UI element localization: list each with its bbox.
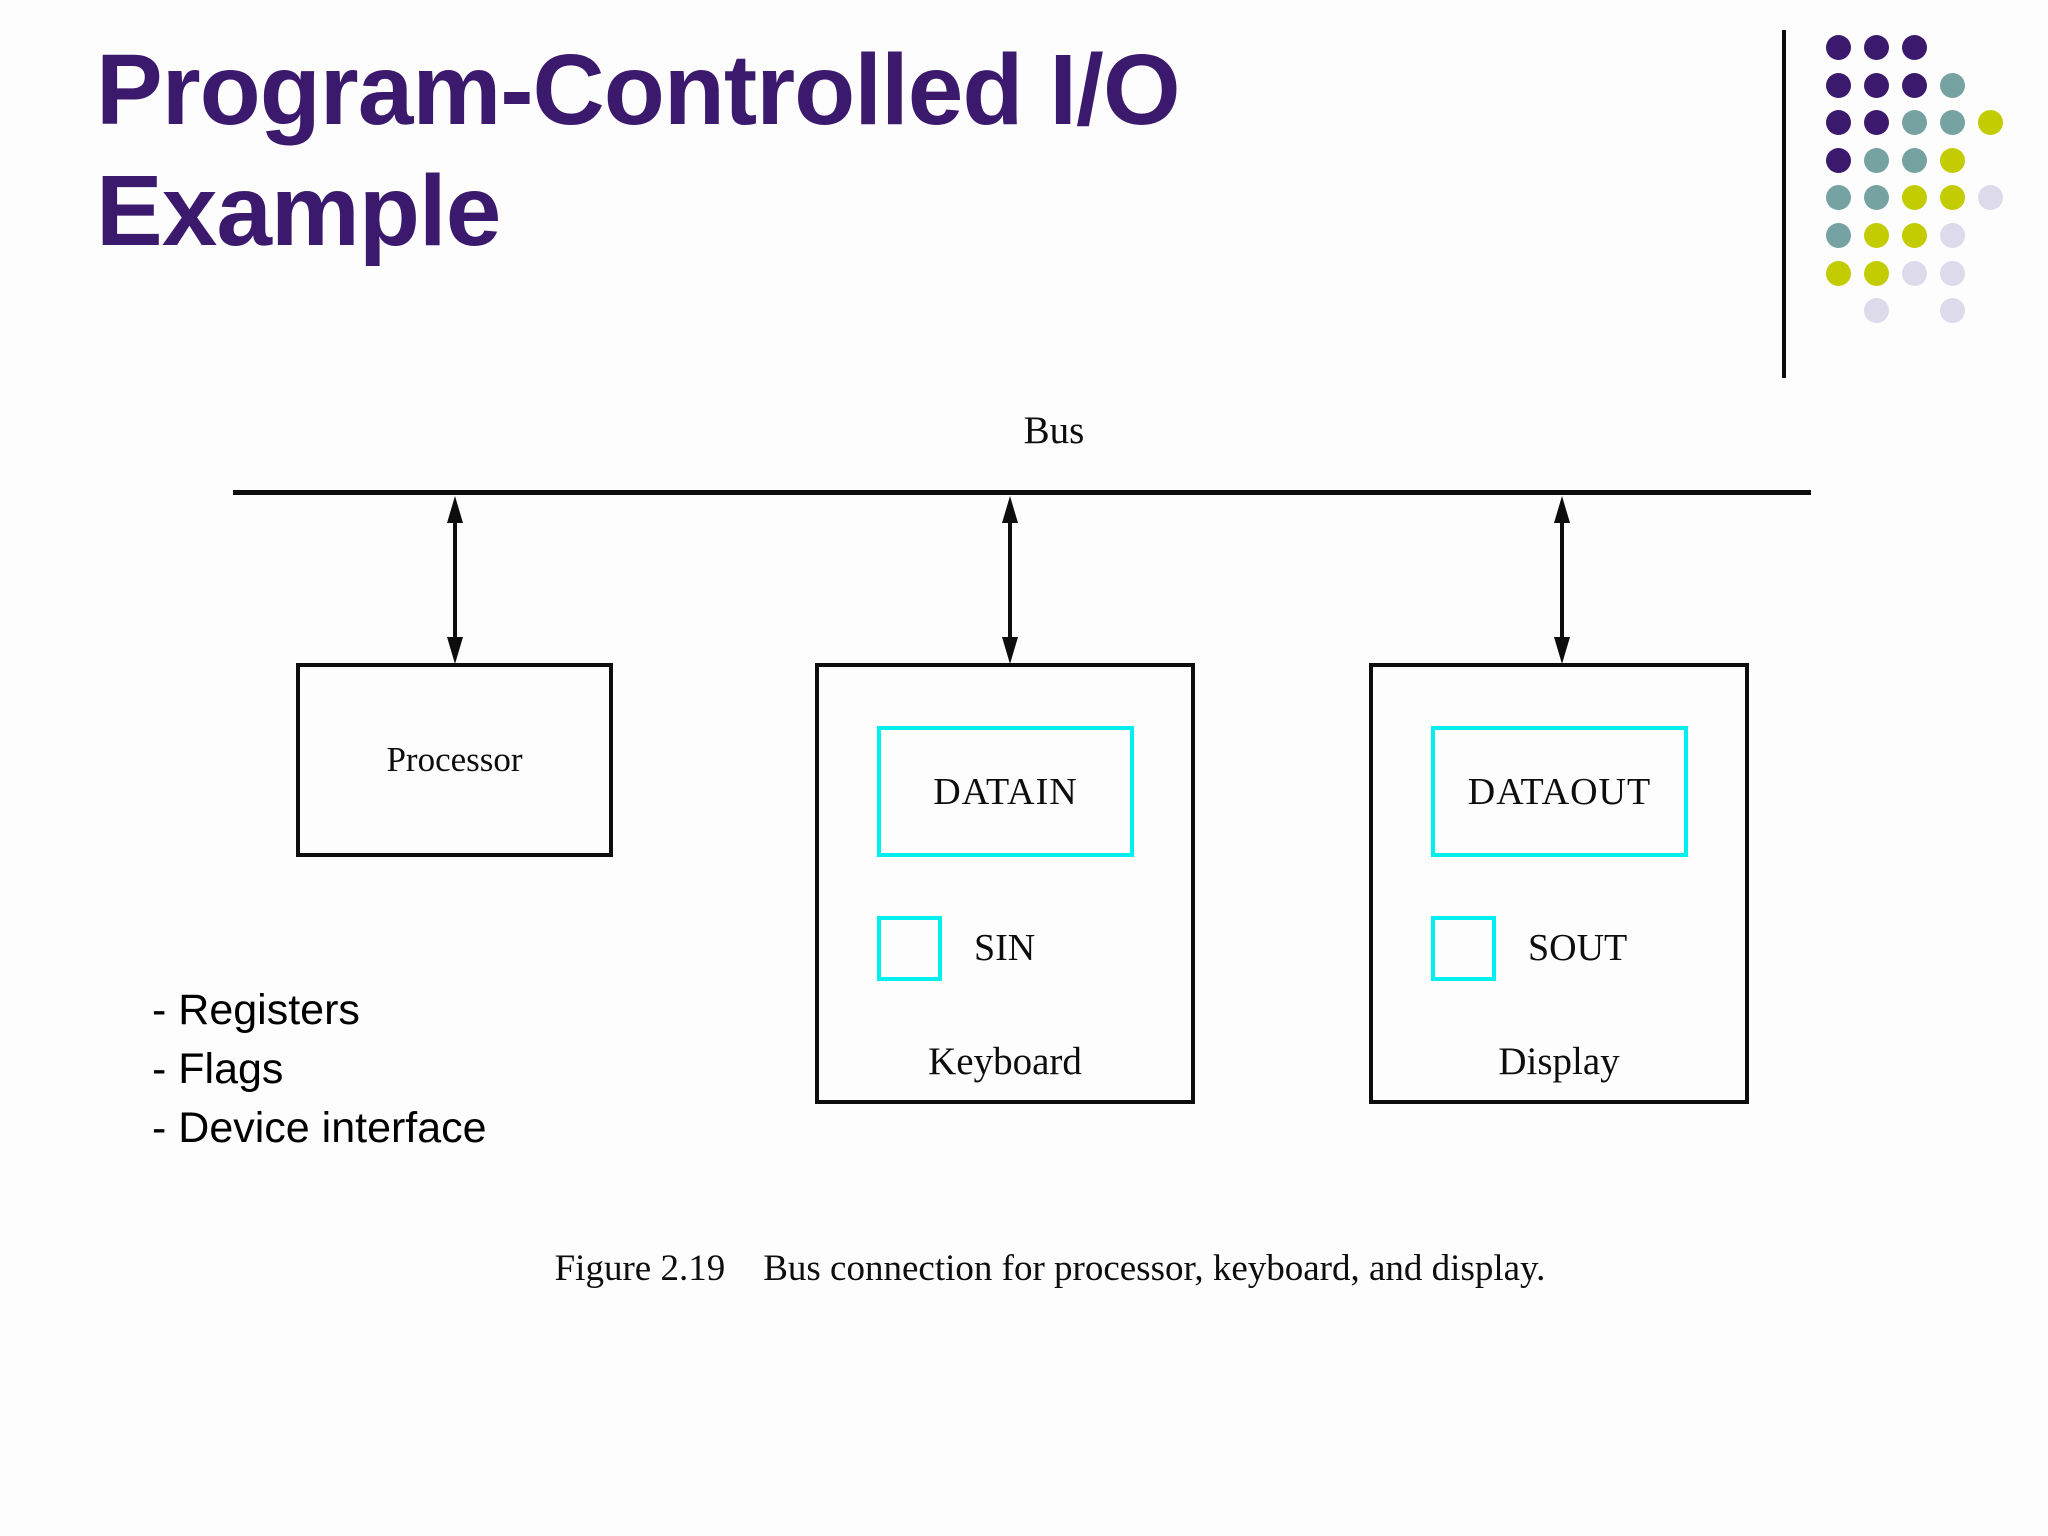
arrow-shaft <box>1008 523 1012 637</box>
decoration-dot <box>1864 185 1889 210</box>
decoration-dot <box>1940 261 1965 286</box>
note-device-interface: - Device interface <box>152 1104 487 1152</box>
decoration-dot <box>1940 73 1965 98</box>
decoration-dot <box>1826 148 1851 173</box>
page-title-line1: Program-Controlled I/O <box>96 34 1181 146</box>
dataout-register-box: DATAOUT <box>1431 726 1688 857</box>
display-label: Display <box>1498 1040 1620 1083</box>
decoration-dot <box>1902 185 1927 210</box>
decoration-dot <box>1826 35 1851 60</box>
decoration-dot <box>1902 148 1927 173</box>
decoration-dot <box>1864 35 1889 60</box>
sout-flag-box <box>1431 916 1496 981</box>
decoration-dot <box>1864 73 1889 98</box>
datain-register-box: DATAIN <box>877 726 1134 857</box>
note-registers: - Registers <box>152 986 360 1034</box>
keyboard-label: Keyboard <box>928 1040 1082 1083</box>
decoration-dot <box>1864 223 1889 248</box>
bus-line <box>233 490 1811 495</box>
decoration-dot <box>1826 185 1851 210</box>
decoration-dot <box>1940 148 1965 173</box>
decoration-dot <box>1826 110 1851 135</box>
bus-label: Bus <box>1023 409 1085 452</box>
sout-label: SOUT <box>1528 927 1628 969</box>
arrow-down-icon <box>447 637 463 664</box>
note-flags: - Flags <box>152 1045 284 1093</box>
arrow-up-icon <box>447 496 463 523</box>
decoration-dot <box>1864 298 1889 323</box>
decoration-dot <box>1864 110 1889 135</box>
arrow-shaft <box>453 523 457 637</box>
decoration-dot <box>1902 110 1927 135</box>
figure-caption-text: Bus connection for processor, keyboard, … <box>763 1248 1546 1289</box>
arrow-down-icon <box>1554 637 1570 664</box>
display-box: DATAOUT SOUT Display <box>1369 663 1749 1104</box>
sin-flag-box <box>877 916 942 981</box>
bus-arrow-processor <box>447 496 463 664</box>
dataout-label: DATAOUT <box>1467 770 1652 813</box>
sin-label: SIN <box>974 927 1036 969</box>
arrow-up-icon <box>1554 496 1570 523</box>
arrow-up-icon <box>1002 496 1018 523</box>
decoration-dot <box>1940 223 1965 248</box>
bus-arrow-keyboard <box>1002 496 1018 664</box>
decoration-dot <box>1902 223 1927 248</box>
decoration-dot <box>1940 185 1965 210</box>
decoration-dot <box>1902 73 1927 98</box>
decoration-dot <box>1978 110 2003 135</box>
processor-box: Processor <box>296 663 613 857</box>
notes-list: - Registers - Flags - Device interface <box>152 981 487 1158</box>
decoration-dot <box>1902 35 1927 60</box>
decoration-dot <box>1864 261 1889 286</box>
decoration-dot <box>1826 73 1851 98</box>
figure-caption: Figure 2.19 Bus connection for processor,… <box>50 1247 2048 1290</box>
arrow-shaft <box>1560 523 1564 637</box>
datain-label: DATAIN <box>933 770 1078 813</box>
decoration-dot <box>1940 298 1965 323</box>
decoration-dot <box>1864 148 1889 173</box>
decoration-dot <box>1826 261 1851 286</box>
bus-arrow-display <box>1554 496 1570 664</box>
decoration-vertical-rule <box>1782 30 1786 378</box>
decoration-dot <box>1978 185 2003 210</box>
keyboard-box: DATAIN SIN Keyboard <box>815 663 1195 1104</box>
decoration-dot <box>1826 223 1851 248</box>
arrow-down-icon <box>1002 637 1018 664</box>
processor-label: Processor <box>386 740 523 779</box>
decoration-dot <box>1902 261 1927 286</box>
decoration-dot <box>1940 110 1965 135</box>
figure-caption-number: Figure 2.19 <box>554 1248 726 1289</box>
page-title-line2: Example <box>96 155 501 267</box>
decoration-dot-grid <box>1826 35 2046 355</box>
